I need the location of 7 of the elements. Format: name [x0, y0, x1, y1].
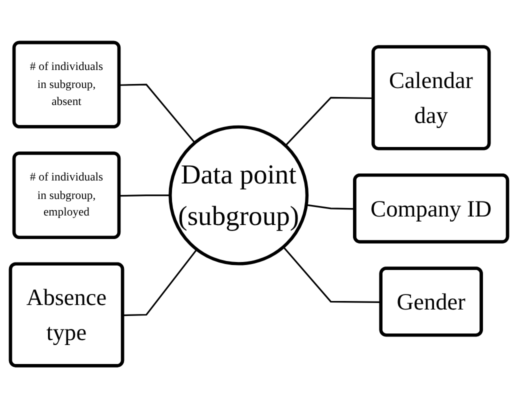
- connector: [120, 194, 170, 198]
- connector: [284, 97, 374, 147]
- connector: [306, 204, 356, 210]
- node-circle: Data point (subgroup): [168, 126, 309, 266]
- connector: [282, 246, 382, 304]
- connector: [123, 249, 198, 317]
- connector: [120, 84, 196, 144]
